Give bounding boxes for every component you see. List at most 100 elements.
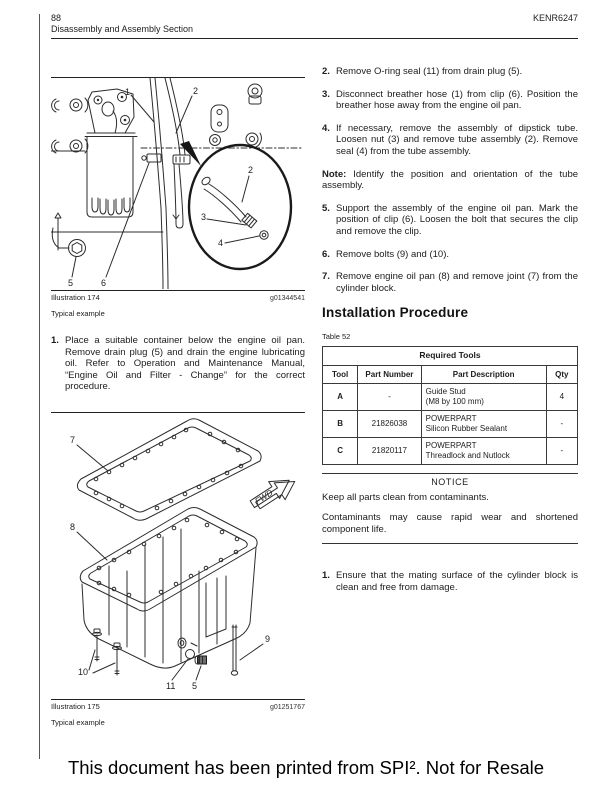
tool-cell: C [321, 437, 359, 466]
installation-step-1: 1. Ensure that the mating surface of the… [322, 570, 578, 593]
print-watermark: This document has been printed from SPI²… [67, 757, 545, 778]
illustration-175-caption: Illustration 175 g01251767 [51, 702, 305, 711]
step-text: Ensure that the mating surface of the cy… [336, 570, 578, 594]
step-number: 7. [322, 271, 330, 283]
table-title-row: Required Tools [322, 345, 578, 366]
step-number: 1. [322, 570, 330, 582]
table-row-c: C 21820117 POWERPART Threadlock and Nutl… [321, 437, 579, 466]
section-title: Disassembly and Assembly Section [51, 24, 194, 34]
table-title: Required Tools [322, 345, 578, 366]
pan-rim-bolt-holes [96, 517, 240, 598]
qty-cell: - [545, 410, 579, 439]
illustration-174-label: Illustration 174 [51, 293, 100, 302]
tube-clip [141, 153, 162, 163]
illustration-175-label: Illustration 175 [51, 702, 100, 711]
engine-block-lines [51, 147, 302, 251]
pan-bolts [92, 628, 122, 676]
oil-pan-gasket [76, 418, 262, 521]
notice-title: NOTICE [431, 477, 469, 488]
notice-line-1: Keep all parts clean from contaminants. [322, 491, 489, 503]
callout-1: 1 [125, 87, 130, 97]
fwd-arrow-icon: FWD [249, 479, 296, 510]
bracket-and-washers [209, 83, 263, 148]
description-cell: POWERPART Threadlock and Nutlock [420, 437, 547, 466]
notice-box: NOTICE Keep all parts clean from contami… [322, 473, 578, 545]
removal-step-1-wrap: 1. Place a suitable container below the … [51, 335, 305, 404]
note-paragraph: Note: Identify the position and orientat… [322, 169, 578, 192]
illustration-175-typical: Typical example [51, 718, 105, 727]
step-number: 1. [51, 335, 59, 346]
desc-line-2: Silicon Rubber Sealant [425, 424, 508, 434]
desc-line-1: POWERPART [425, 441, 477, 451]
qty-cell: - [545, 437, 579, 466]
removal-step-4: 4. If necessary, remove the assembly of … [322, 123, 578, 158]
required-tools-table: Required Tools Tool Part Number Part Des… [321, 345, 579, 466]
step-text: Remove O-ring seal (11) from drain plug … [336, 66, 523, 77]
callout-10: 10 [78, 667, 88, 677]
breather-hose [164, 78, 191, 229]
step-text: Remove engine oil pan (8) and remove joi… [336, 271, 578, 294]
step-text: Remove bolts (9) and (10). [336, 248, 449, 260]
col-part-description: Part Description [420, 364, 547, 385]
callout-9: 9 [265, 634, 270, 644]
callout-zoom-3: 3 [201, 212, 206, 222]
note-text: Identify the position and orientation of… [322, 168, 579, 192]
step-text: Disconnect breather hose (1) from clip (… [336, 88, 578, 112]
qty-cell: 4 [545, 383, 579, 412]
description-cell: Guide Stud (M8 by 100 mm) [420, 383, 547, 412]
callout-zoom-4: 4 [218, 238, 223, 248]
doc-code: KENR6247 [532, 13, 578, 23]
drain-plug [51, 227, 86, 257]
engine-side-view-drawing: 1 2 5 6 2 3 4 [51, 78, 302, 289]
callout-8: 8 [70, 522, 75, 532]
page-margin-line [39, 14, 40, 759]
oil-filter-assembly [84, 88, 138, 218]
step-text: If necessary, remove the assembly of dip… [336, 122, 578, 157]
col-tool: Tool [321, 364, 359, 385]
notice-line-2: Contaminants may cause rapid wear and sh… [322, 512, 578, 535]
desc-line-2: (M8 by 100 mm) [425, 397, 484, 407]
oring-and-drain-plug [185, 649, 207, 665]
part-number-cell: 21826038 [357, 410, 422, 439]
oil-pan-body [79, 507, 258, 669]
desc-line-1: POWERPART [425, 414, 477, 424]
gasket-bolt-holes [93, 427, 244, 511]
illustration-174-typical: Typical example [51, 309, 105, 318]
callout-5: 5 [68, 278, 73, 288]
table-52-label: Table 52 [322, 332, 351, 342]
removal-step-3: 3. Disconnect breather hose (1) from cli… [322, 89, 578, 112]
dipstick-tube [149, 78, 169, 289]
oil-pan-drawing: FWD [70, 418, 296, 691]
tool-cell: A [321, 383, 359, 412]
table-row-b: B 21826038 POWERPART Silicon Rubber Seal… [321, 410, 579, 439]
step-number: 6. [322, 248, 330, 260]
step-number: 5. [322, 202, 330, 214]
illustration-175: FWD [51, 412, 305, 700]
illustration-174-code: g01344541 [269, 295, 305, 302]
illustration-174: 1 2 5 6 2 3 4 [51, 77, 305, 291]
step-number: 3. [322, 88, 330, 100]
description-cell: POWERPART Silicon Rubber Sealant [420, 410, 547, 439]
step-number: 4. [322, 122, 330, 134]
step-text: Support the assembly of the engine oil p… [336, 202, 578, 237]
installation-procedure-heading: Installation Procedure [322, 305, 469, 321]
part-number-cell: 21820117 [357, 437, 422, 466]
removal-step-2: 2. Remove O-ring seal (11) from drain pl… [322, 66, 578, 78]
step-number: 2. [322, 66, 330, 77]
callout-labels: 7 8 9 10 11 5 [70, 435, 270, 691]
callout-2: 2 [193, 86, 198, 96]
guide-stud [230, 624, 239, 676]
removal-step-5: 5. Support the assembly of the engine oi… [322, 203, 578, 238]
step-text: Place a suitable container below the eng… [65, 335, 305, 393]
tool-cell: B [321, 410, 359, 439]
illustration-175-code: g01251767 [269, 704, 305, 711]
desc-line-2: Threadlock and Nutlock [425, 451, 510, 461]
removal-step-6: 6. Remove bolts (9) and (10). [322, 249, 578, 261]
page-header: 88 KENR6247 Disassembly and Assembly Sec… [51, 13, 578, 39]
callout-labels: 1 2 5 6 2 3 4 [68, 86, 260, 288]
part-number-cell: - [357, 383, 422, 412]
table-row-a: A - Guide Stud (M8 by 100 mm) 4 [321, 383, 579, 412]
magnifier-detail-circle [180, 141, 293, 271]
callout-6: 6 [101, 278, 106, 288]
